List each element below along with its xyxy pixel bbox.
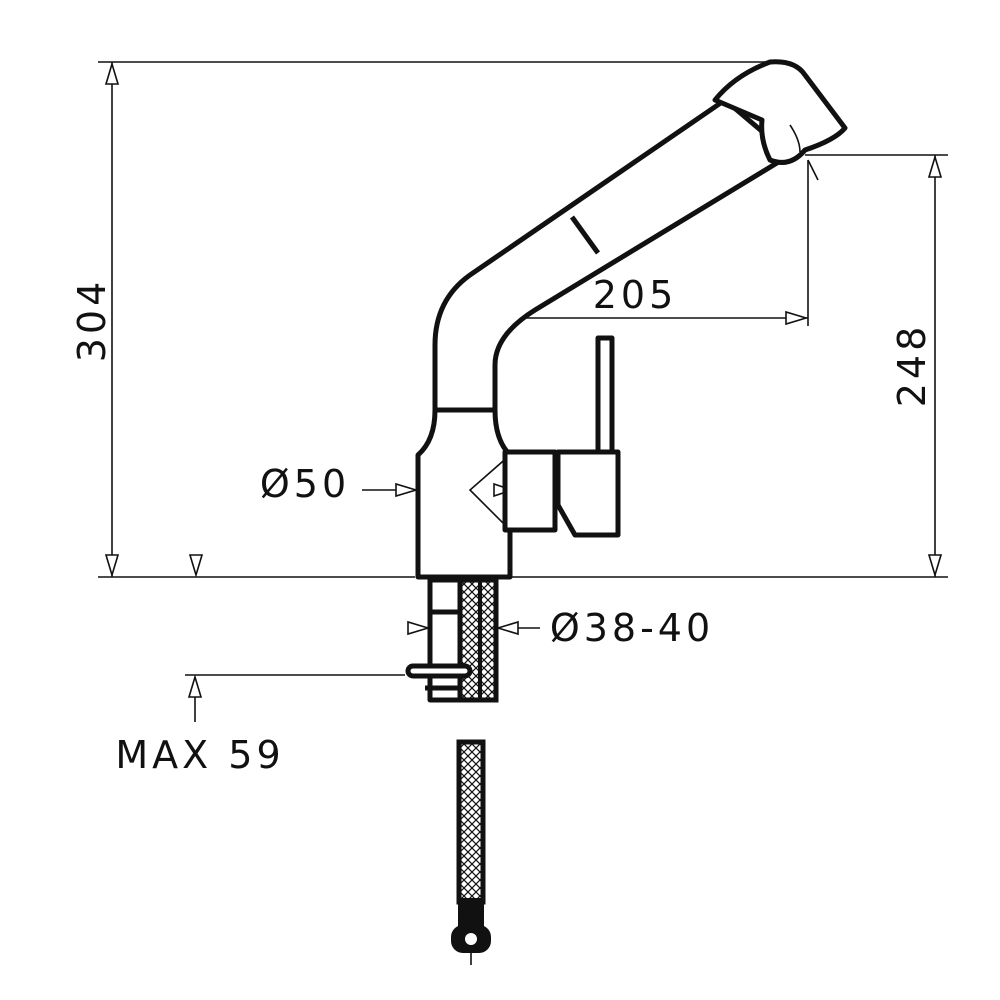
mounting-fitting: Ø38-40 bbox=[405, 577, 714, 703]
faucet-handle bbox=[502, 335, 621, 538]
arrow-icon bbox=[104, 61, 120, 85]
dimension-205-label: 205 bbox=[593, 273, 678, 317]
arrow-icon bbox=[188, 554, 204, 578]
dimension-diameter-50: Ø50 bbox=[260, 462, 419, 506]
dimension-248-label: 248 bbox=[890, 323, 934, 408]
arrow-icon bbox=[395, 482, 419, 498]
arrow-icon bbox=[104, 554, 120, 578]
arrow-icon bbox=[495, 620, 519, 636]
faucet-body bbox=[415, 59, 848, 580]
arrow-icon bbox=[927, 554, 943, 578]
arrow-icon bbox=[785, 310, 809, 326]
diameter-50-label: Ø50 bbox=[260, 462, 350, 506]
arrow-icon bbox=[407, 620, 431, 636]
arrow-icon bbox=[187, 674, 203, 698]
dimension-max-59: MAX 59 bbox=[115, 674, 284, 777]
diameter-38-40-label: Ø38-40 bbox=[550, 606, 714, 650]
extension-lines bbox=[98, 61, 948, 676]
max-59-label: MAX 59 bbox=[115, 733, 284, 777]
dimension-304: 304 bbox=[70, 61, 204, 578]
supply-hose bbox=[451, 739, 491, 965]
arrow-icon bbox=[927, 154, 943, 178]
dimension-304-label: 304 bbox=[70, 278, 114, 363]
spray-head bbox=[712, 59, 848, 165]
dimension-248: 248 bbox=[890, 154, 943, 578]
